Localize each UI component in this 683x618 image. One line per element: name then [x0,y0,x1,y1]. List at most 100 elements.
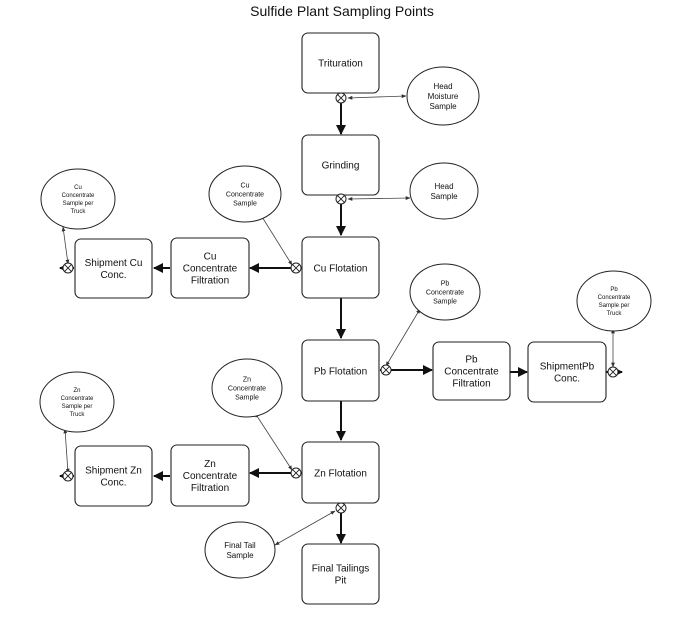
label-line: Final Tail [224,541,256,550]
label-line: Concentrate [598,295,631,301]
label-line: Truck [71,209,87,215]
label-line: Cu [241,182,250,189]
link-zn-truck [63,428,70,474]
label-line: Cu [204,252,217,263]
label-line: Truck [607,311,623,317]
pb-flotation-label: Pb Flotation [314,367,367,378]
label-line: Final Tailings [312,564,370,575]
label-line: Concentrate [183,471,238,482]
label-line: Sample [233,200,257,207]
cu-flotation-label: Cu Flotation [314,264,368,275]
label-line: Filtration [191,276,229,287]
link-head-moisture [347,94,407,100]
zn-flotation-label: Zn Flotation [314,469,367,480]
label-line: Conc. [100,270,126,281]
label-line: Pb [465,355,478,366]
label-line: Conc. [100,478,126,489]
sample-point-tailings-icon[interactable] [335,502,347,514]
sample-lines [61,94,615,546]
label-line: Shipment Cu [85,258,143,269]
sample-point-trituration-icon[interactable] [335,92,347,104]
label-line: Concentrate [226,191,264,198]
label-line: Concentrate [444,367,499,378]
sampling-points [62,92,619,514]
sample-point-pb-flotation-icon[interactable] [380,364,392,376]
grinding-label: Grinding [322,161,360,172]
label-line: Pb [610,287,618,293]
label-line: Zn [73,388,80,394]
link-pb-conc [385,308,421,367]
label-line: Shipment Zn [85,466,142,477]
label-line: Sample per [62,404,93,410]
label-line: Pit [335,576,347,587]
label-line: Grinding [322,161,360,172]
link-final-tail [274,510,336,546]
link-zn-conc [254,412,293,471]
label-line: Trituration [318,59,363,70]
process-zn-flotation[interactable]: Zn Flotation [301,441,380,504]
label-line: Sample per [599,303,630,309]
label-line: Sample [226,551,254,560]
process-trituration[interactable]: Trituration [301,32,380,94]
process-pb-flotation[interactable]: Pb Flotation [301,339,380,402]
label-line: Pb Flotation [314,367,367,378]
label-line: Sample [430,192,458,201]
process-cu-flotation[interactable]: Cu Flotation [301,236,380,299]
label-line: Sample [429,102,457,111]
label-line: Concentrate [183,264,238,275]
diagram-title: Sulfide Plant Sampling Points [250,3,434,19]
label-line: Filtration [452,379,490,390]
label-line: Concentrate [62,193,95,199]
sample-point-cu-shipment-icon[interactable] [62,262,74,274]
link-head [347,196,411,201]
label-line: Pb [441,280,450,287]
sample-point-pb-shipment-icon[interactable] [607,366,619,378]
label-line: Conc. [554,374,580,385]
sample-point-grinding-icon[interactable] [335,193,347,205]
process-grinding[interactable]: Grinding [301,134,380,196]
label-line: Zn Flotation [314,469,367,480]
link-cu-conc [258,211,293,266]
sample-point-zn-flotation-icon[interactable] [290,467,302,479]
sample-point-cu-flotation-icon[interactable] [290,262,302,274]
label-line: Filtration [191,483,229,494]
label-line: Sample [235,394,259,401]
label-line: Cu [74,185,82,191]
link-cu-truck [61,226,70,265]
label-line: ShipmentPb [540,362,595,373]
label-line: Head [433,82,452,91]
sample-point-zn-shipment-icon[interactable] [62,470,74,482]
trituration-label: Trituration [318,59,363,70]
label-line: Zn [243,376,251,383]
